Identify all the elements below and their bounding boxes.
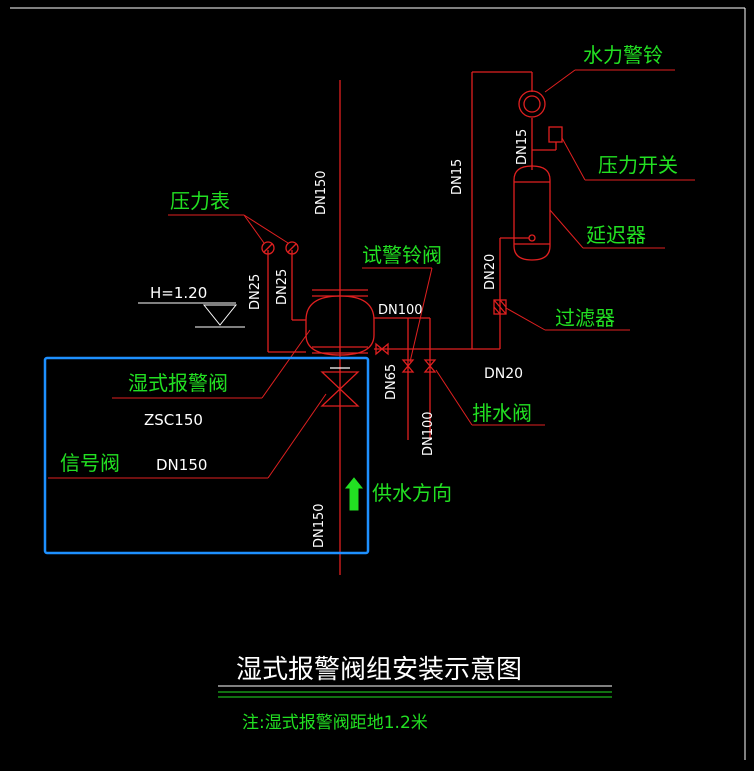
alarm-valve-body: [305, 295, 375, 356]
label-drain-valve: 排水阀: [472, 401, 532, 425]
pipe-network: [261, 71, 563, 575]
gauge-needle-left: [263, 243, 273, 253]
dim-model: ZSC150: [144, 411, 203, 429]
dim-dn20-v: DN20: [483, 254, 498, 290]
diagram-title: 湿式报警阀组安装示意图: [236, 655, 522, 685]
leader-test-diag: [409, 267, 433, 363]
label-wet-alarm-valve: 湿式报警阀: [128, 371, 228, 395]
label-flow-direction: 供水方向: [372, 481, 452, 505]
leader-filter-diag: [505, 307, 546, 331]
water-gong-inner: [523, 95, 541, 113]
gauge-needle-right: [287, 243, 297, 253]
leader-signal-diag: [267, 393, 327, 479]
dim-dn100-v: DN100: [421, 411, 436, 456]
label-test-valve: 试警铃阀: [362, 243, 442, 267]
filter-hatch-3: [499, 299, 507, 308]
leader-gauge-diag-1: [243, 214, 265, 244]
dim-dn15-b: DN15: [515, 129, 530, 165]
pressure-gauge-left: [261, 241, 275, 255]
leader-gong-diag: [544, 69, 576, 93]
pressure-gauge-right: [285, 241, 299, 255]
highlight-box: [43, 356, 370, 555]
dim-valve-dn: DN150: [156, 456, 207, 474]
flow-arrow-icon: [344, 477, 364, 511]
height-triangle: [202, 304, 238, 326]
leader-lines: [48, 69, 695, 479]
dim-dn25-a: DN25: [248, 274, 263, 310]
dimension-lines: [138, 302, 612, 698]
dim-dn150-top: DN150: [314, 170, 329, 215]
label-signal-valve: 信号阀: [60, 451, 120, 475]
water-gong-outer: [518, 90, 546, 118]
signal-valve: [320, 371, 360, 407]
dim-dn20-h: DN20: [484, 366, 523, 382]
delay-chamber: [513, 165, 551, 261]
dim-dn65: DN65: [384, 364, 399, 400]
filter-hatch-1: [493, 299, 507, 315]
delay-inlet: [528, 234, 536, 242]
dim-dn15-a: DN15: [450, 159, 465, 195]
diagram-note: 注:湿式报警阀距地1.2米: [242, 713, 428, 733]
drain-valve-small: [423, 359, 437, 373]
leader-delay-diag: [549, 209, 584, 249]
dim-dn100-h: DN100: [378, 303, 423, 318]
test-valve-small: [401, 359, 415, 373]
leader-switch-diag: [561, 137, 586, 181]
leader-gauge-diag-2: [243, 214, 289, 244]
label-pressure-switch: 压力开关: [598, 153, 678, 177]
label-delay: 延迟器: [586, 223, 646, 247]
leader-alarm-diag: [261, 329, 311, 399]
ball-valve: [375, 342, 389, 356]
filter-hatch-2: [493, 306, 501, 315]
dim-dn150-bottom: DN150: [312, 503, 327, 548]
label-filter: 过滤器: [555, 306, 615, 330]
label-pressure-gauge: 压力表: [170, 189, 230, 213]
pressure-switch-box: [548, 126, 563, 143]
dim-height: H=1.20: [150, 284, 207, 302]
leader-drain-diag: [435, 369, 473, 426]
label-water-gong: 水力警铃: [583, 43, 663, 67]
dim-dn25-b: DN25: [275, 269, 290, 305]
